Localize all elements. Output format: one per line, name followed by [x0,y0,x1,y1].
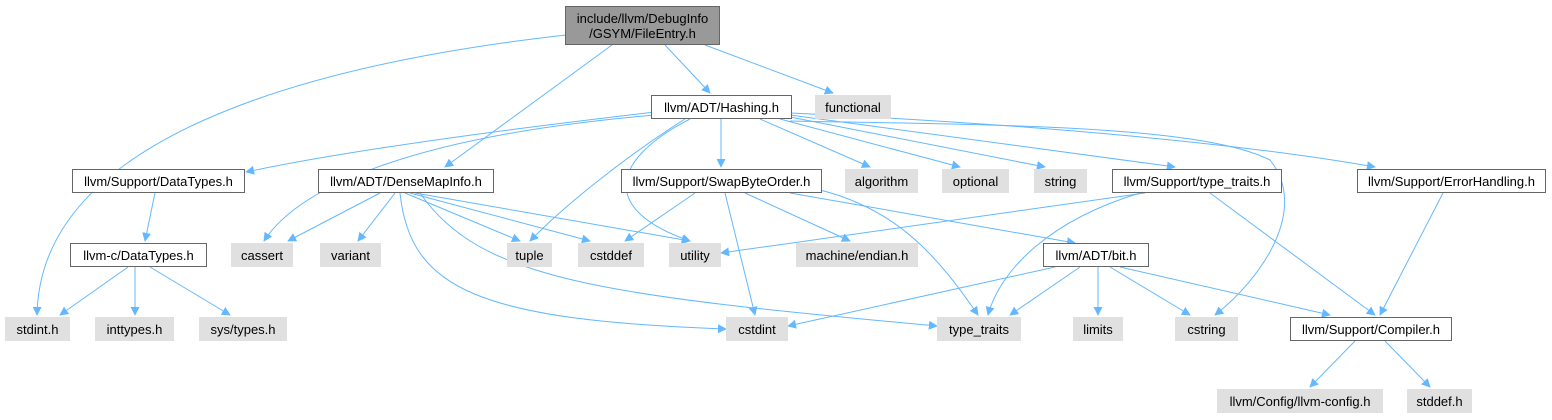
edge-hashing-typetraits-h [789,114,1176,171]
edge-datatypes-c-datatypes [142,192,156,242]
root-label-line2: /GSYM/FileEntry.h [589,25,696,41]
edge-root-densemapinfo [444,44,613,168]
node-string: string [1034,169,1087,193]
edge-errorhandling-compiler [1379,192,1444,316]
node-hashing[interactable]: llvm/ADT/Hashing.h [651,95,792,119]
edge-typetraits-h-utility [720,192,1146,257]
edge-hashing-optional [779,118,961,170]
node-compiler[interactable]: llvm/Support/Compiler.h [1290,317,1452,341]
edge-densemapinfo-utility [414,192,691,245]
edge-hashing-algorithm [759,118,871,168]
edge-root-stdint [32,34,567,316]
node-cstddef: cstddef [578,243,644,267]
node-densemapinfo[interactable]: llvm/ADT/DenseMapInfo.h [318,169,494,193]
edge-root-functional [704,44,834,95]
edge-root-hashing [664,44,711,94]
node-algorithm: algorithm [845,169,918,193]
node-type-traits: type_traits [937,317,1021,341]
edge-c-datatypes-stdint [59,266,129,316]
edge-densemapinfo-variant [357,192,396,242]
edge-bit-compiler [1119,266,1331,318]
edge-typetraits-h-compiler [1209,192,1376,316]
edge-hashing-cstring [789,120,1286,316]
node-sys-types: sys/types.h [199,317,287,341]
edge-typetraits-h-type-traits [985,192,1141,316]
edge-hashing-errorhandling [789,112,1376,171]
node-cstring: cstring [1175,317,1238,341]
edge-densemapinfo-cstdint [399,192,727,334]
node-stddef: stddef.h [1407,389,1472,413]
edge-densemapinfo-cassert [287,192,381,242]
edge-densemapinfo-tuple [404,192,521,243]
edge-bit-type-traits [1009,266,1081,316]
edge-densemapinfo-cstddef [409,192,591,244]
node-inttypes: inttypes.h [95,317,174,341]
edge-swapbyteorder-cstdint [724,192,758,316]
node-machine-endian: machine/endian.h [796,243,918,267]
node-c-datatypes[interactable]: llvm-c/DataTypes.h [70,243,207,267]
node-fileentry-root[interactable]: include/llvm/DebugInfo /GSYM/FileEntry.h [565,6,720,45]
edge-compiler-llvmconfig [1309,340,1356,388]
node-functional: functional [815,95,891,119]
edge-bit-cstring [1109,266,1191,316]
node-errorhandling[interactable]: llvm/Support/ErrorHandling.h [1357,169,1546,193]
root-label-line1: include/llvm/DebugInfo [576,10,709,26]
node-variant: variant [320,243,381,267]
edge-hashing-cassert [263,114,656,242]
edge-densemapinfo-type-traits [419,192,938,330]
node-optional: optional [942,169,1009,193]
node-cassert: cassert [231,243,293,267]
edge-hashing-datatypes [245,111,656,175]
edge-bit-cstdint [787,266,1056,329]
node-tuple: tuple [507,243,552,267]
node-utility: utility [669,243,721,267]
node-adt-bit[interactable]: llvm/ADT/bit.h [1043,243,1149,267]
node-stdint: stdint.h [5,317,70,341]
node-limits: limits [1073,317,1123,341]
node-swapbyteorder[interactable]: llvm/Support/SwapByteOrder.h [621,169,822,193]
edge-swapbyteorder-cstddef [624,192,696,242]
edge-swapbyteorder-endian [744,192,851,242]
edge-c-datatypes-systypes [149,266,231,316]
node-llvm-config: llvm/Config/llvm-config.h [1217,389,1383,413]
edge-hashing-string [789,116,1046,170]
edge-swapbyteorder-type-traits [819,189,979,316]
node-type-traits-h[interactable]: llvm/Support/type_traits.h [1112,169,1282,193]
node-cstdint: cstdint [726,317,788,341]
node-datatypes[interactable]: llvm/Support/DataTypes.h [72,169,245,193]
edge-swapbyteorder-bit [789,192,1076,247]
edge-compiler-stddef [1384,340,1431,388]
